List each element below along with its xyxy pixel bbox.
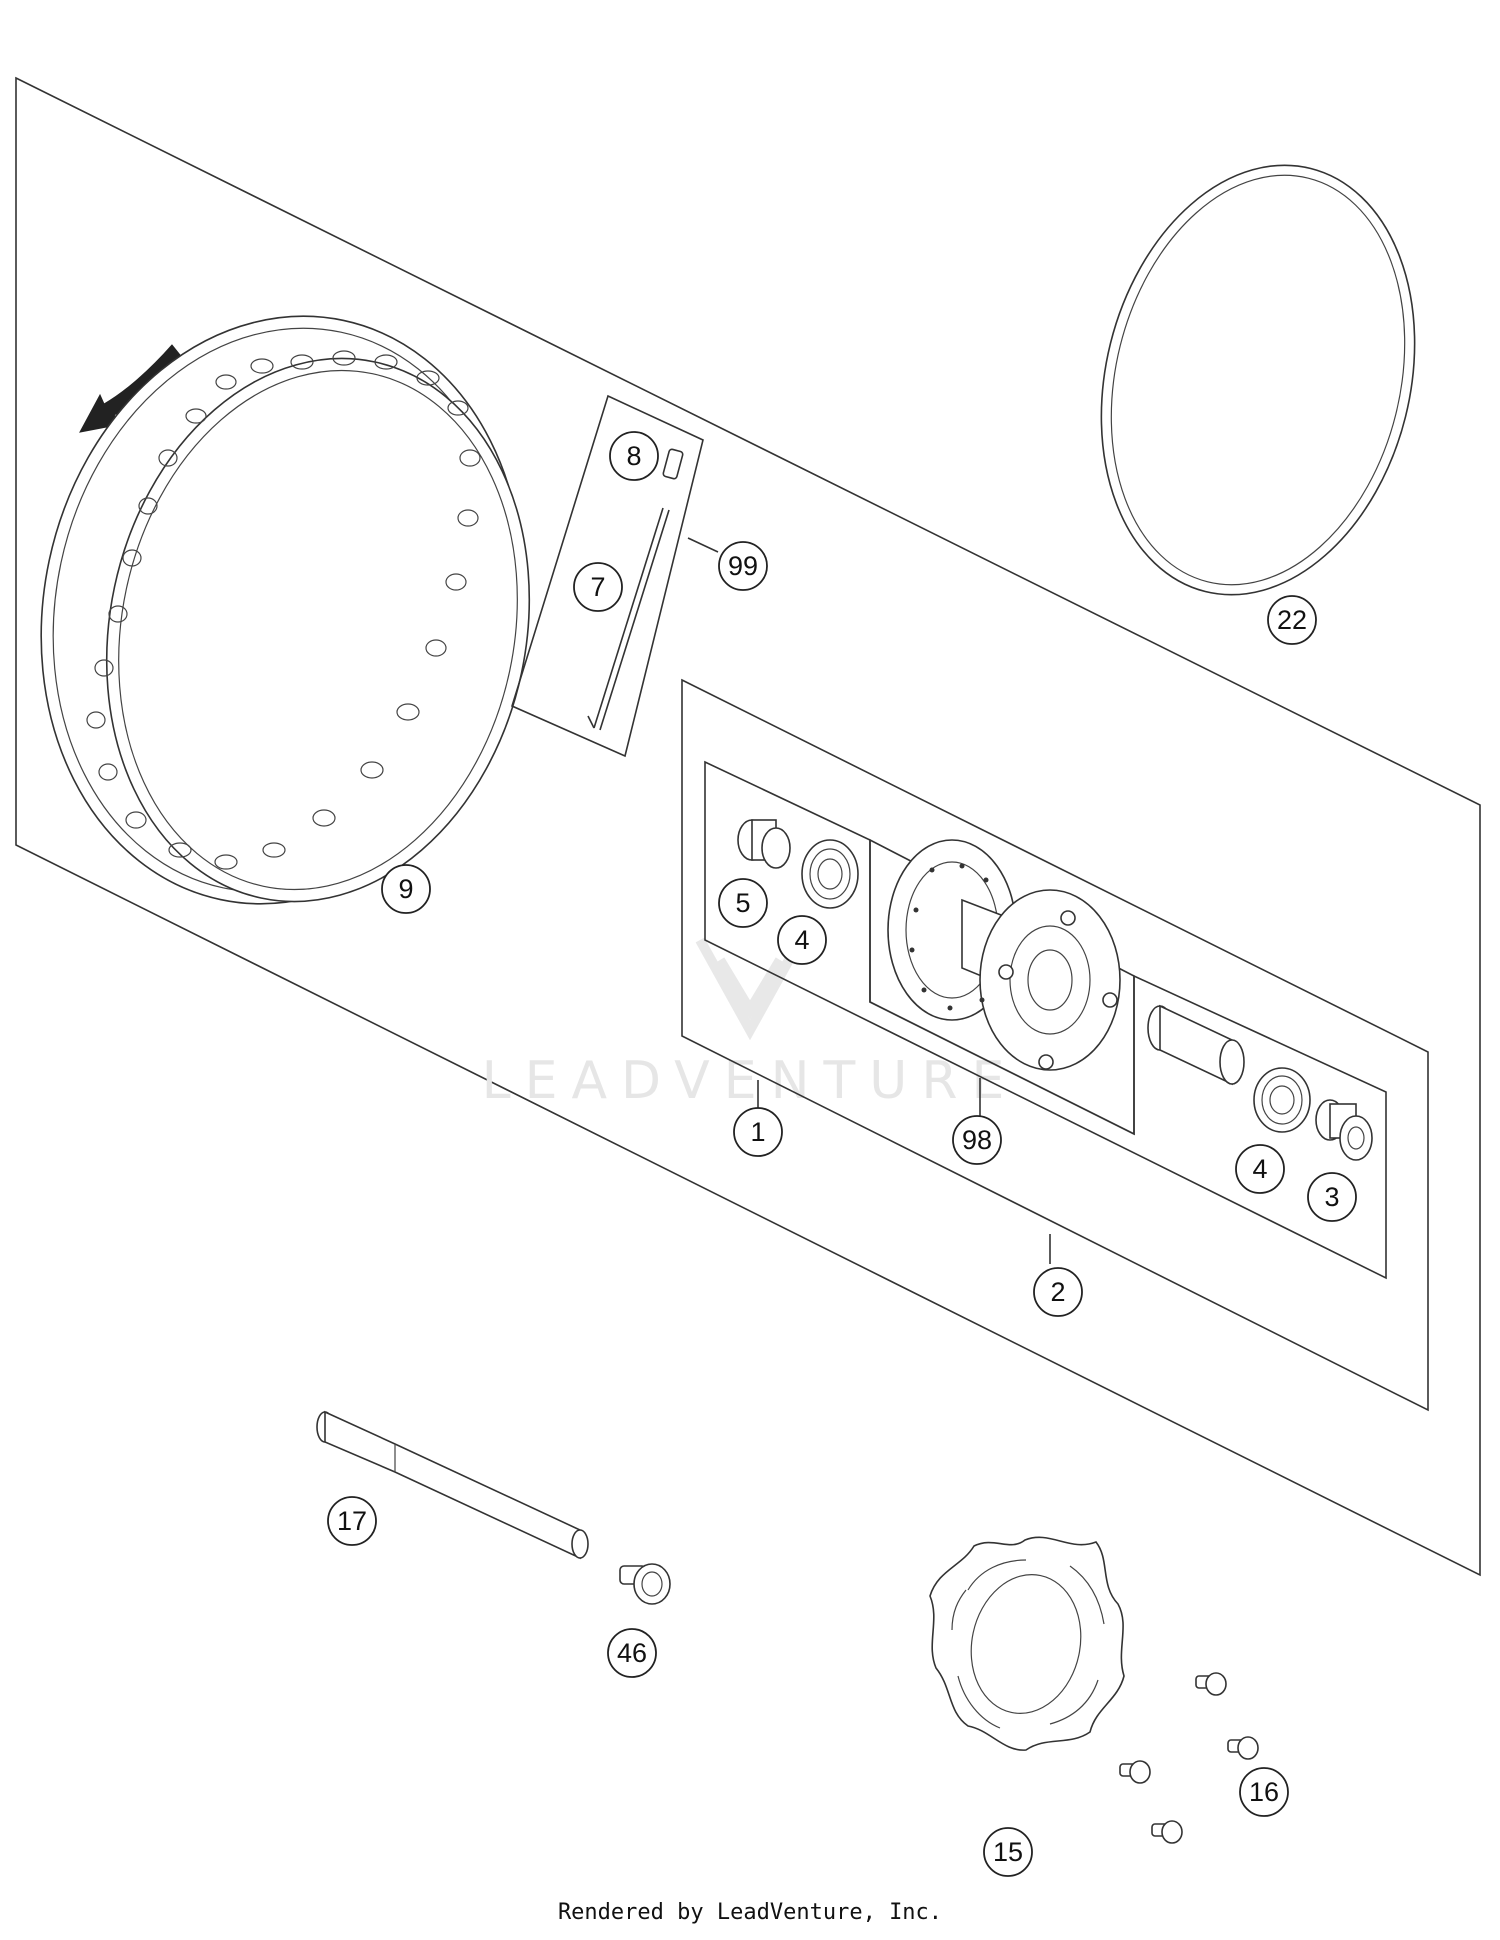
callout-22: 22 xyxy=(1267,595,1317,645)
callout-1: 1 xyxy=(733,1107,783,1157)
hub-body-part xyxy=(887,839,1121,1071)
spoke-part xyxy=(587,507,670,731)
bearing-part-left xyxy=(801,839,859,909)
svg-text:22: 22 xyxy=(1277,605,1307,635)
svg-text:15: 15 xyxy=(993,1837,1023,1867)
nipple-part xyxy=(662,448,684,480)
watermark-logo xyxy=(695,937,805,1041)
callout-4-right: 4 xyxy=(1235,1144,1285,1194)
svg-text:46: 46 xyxy=(617,1638,647,1668)
brake-disc-part xyxy=(929,1536,1125,1751)
callout-4-left: 4 xyxy=(777,915,827,965)
svg-text:3: 3 xyxy=(1324,1182,1339,1212)
callout-16: 16 xyxy=(1239,1767,1289,1817)
callout-99: 99 xyxy=(718,541,768,591)
callout-9: 9 xyxy=(381,864,431,914)
callout-5: 5 xyxy=(718,878,768,928)
svg-text:99: 99 xyxy=(728,551,758,581)
axle-nut-part xyxy=(619,1563,671,1605)
bolt-part-1 xyxy=(1195,1672,1227,1696)
callout-98: 98 xyxy=(952,1115,1002,1165)
leader-lines xyxy=(687,537,1051,1264)
wheel-hub-assembly-box xyxy=(681,678,1429,1412)
assembly-panel xyxy=(15,76,1481,1577)
spacer-part-5 xyxy=(737,819,791,869)
svg-text:17: 17 xyxy=(337,1506,367,1536)
watermark: LEADVENTURE xyxy=(482,1051,1019,1111)
rim-part xyxy=(40,315,531,905)
bolt-part-3 xyxy=(1119,1760,1151,1784)
spacer-part-3 xyxy=(1315,1099,1373,1161)
svg-text:4: 4 xyxy=(1252,1154,1267,1184)
spoke-kit-box xyxy=(511,394,704,758)
callout-7: 7 xyxy=(573,562,623,612)
callout-3: 3 xyxy=(1307,1172,1357,1222)
axle-part xyxy=(316,1410,589,1560)
svg-text:2: 2 xyxy=(1050,1277,1065,1307)
callout-2: 2 xyxy=(1033,1267,1083,1317)
callout-17: 17 xyxy=(327,1496,377,1546)
svg-text:1: 1 xyxy=(750,1117,765,1147)
spacer-tube-part xyxy=(1147,1004,1245,1086)
bearing-part-right xyxy=(1253,1067,1311,1133)
svg-text:5: 5 xyxy=(735,888,750,918)
bolt-part-4 xyxy=(1151,1820,1183,1844)
svg-text:4: 4 xyxy=(794,925,809,955)
callout-8: 8 xyxy=(609,431,659,481)
svg-text:7: 7 xyxy=(590,572,605,602)
svg-text:16: 16 xyxy=(1249,1777,1279,1807)
bolt-part-2 xyxy=(1227,1736,1259,1760)
rim-tape-part xyxy=(1100,164,1416,596)
svg-text:9: 9 xyxy=(398,874,413,904)
svg-text:8: 8 xyxy=(626,441,641,471)
callout-15: 15 xyxy=(983,1827,1033,1877)
footer-credit: Rendered by LeadVenture, Inc. xyxy=(557,1900,943,1925)
svg-text:98: 98 xyxy=(962,1125,992,1155)
callout-46: 46 xyxy=(607,1628,657,1678)
